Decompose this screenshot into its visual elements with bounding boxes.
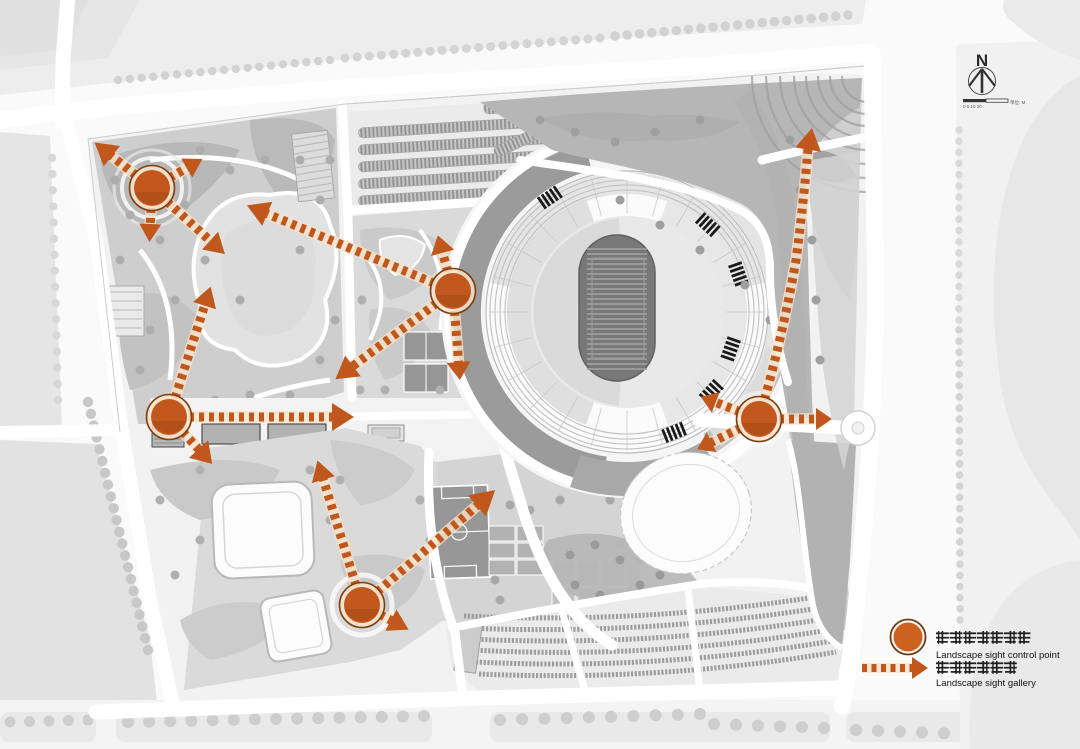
svg-text:0 5 10 20: 0 5 10 20 [963,104,982,109]
svg-text:N: N [976,51,988,70]
svg-text:Landscape sight control point: Landscape sight control point [936,650,1060,661]
svg-text:单位: M: 单位: M [1010,99,1026,106]
svg-text:Landscape sight gallery: Landscape sight gallery [936,678,1036,689]
